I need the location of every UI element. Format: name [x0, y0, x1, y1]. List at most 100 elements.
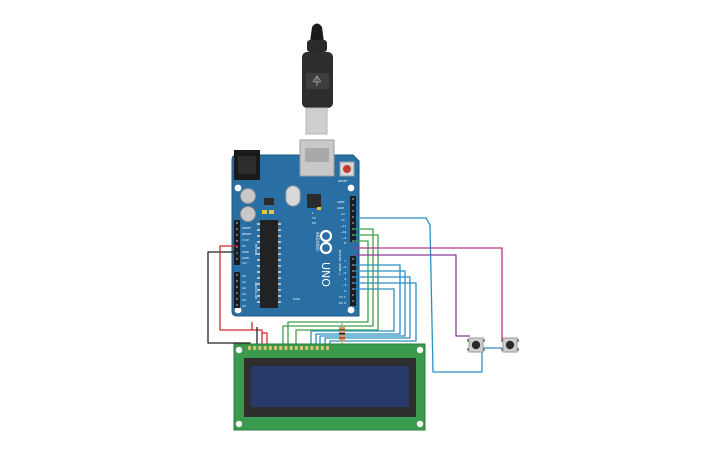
reset-button-cap[interactable]: [343, 165, 351, 173]
header-pin[interactable]: [352, 294, 354, 296]
lcd-mounting-hole: [416, 346, 424, 354]
lcd-pin[interactable]: [326, 346, 329, 350]
usb-symbol-icon: [312, 75, 322, 86]
wire-magenta-button[interactable]: [353, 247, 503, 340]
digital-pin-label: ~10: [340, 230, 346, 234]
header-pin[interactable]: [236, 274, 238, 276]
push-button-leg: [467, 339, 469, 342]
header-pin[interactable]: [236, 222, 238, 224]
lcd-mounting-hole: [235, 346, 243, 354]
wire-green-2[interactable]: [295, 234, 379, 348]
wire-blue-3[interactable]: [324, 276, 411, 348]
resistor-band: [339, 329, 345, 331]
header-pin[interactable]: [236, 258, 238, 260]
chip-pin: [278, 235, 281, 237]
analog-header-label: ANALOG IN: [254, 282, 258, 299]
header-pin[interactable]: [236, 246, 238, 248]
lcd-pin[interactable]: [300, 346, 303, 350]
header-pin[interactable]: [236, 304, 238, 306]
chip-pin: [257, 223, 260, 225]
lcd-pin[interactable]: [268, 346, 272, 350]
header-pin[interactable]: [236, 298, 238, 300]
digital-pin-label: 4: [344, 277, 346, 281]
lcd-screen: [251, 366, 409, 407]
chip-pin: [278, 223, 281, 225]
header-pin[interactable]: [352, 216, 354, 218]
chip-pin: [257, 247, 260, 249]
usb-controller-chip: [307, 194, 321, 208]
header-pin[interactable]: [352, 300, 354, 302]
wire-green-1[interactable]: [282, 228, 374, 348]
capacitor: [240, 206, 256, 222]
lcd-pin[interactable]: [289, 346, 293, 350]
wire-green-3[interactable]: [287, 240, 369, 348]
lcd-pin-header: [248, 346, 329, 350]
header-pin[interactable]: [352, 204, 354, 206]
chip-pin: [257, 283, 260, 285]
chip-pin: [257, 289, 260, 291]
header-pin[interactable]: [236, 234, 238, 236]
digital-header-top: [350, 196, 356, 242]
lcd-pin[interactable]: [248, 346, 251, 350]
header-pin[interactable]: [352, 222, 354, 224]
digital-pin-label: AREF: [337, 200, 345, 204]
push-button-cap[interactable]: [505, 340, 515, 350]
header-pin[interactable]: [236, 240, 238, 242]
capacitor: [240, 188, 256, 204]
chip-pin: [278, 283, 281, 285]
wire-blue-1[interactable]: [315, 264, 401, 348]
arduino-uno-board: RESET L TX RX ARDUINO UNO POWER ANALOG I…: [231, 139, 360, 317]
wire-5v-red[interactable]: [219, 245, 263, 348]
header-pin[interactable]: [352, 258, 354, 260]
barrel-jack-inner: [238, 156, 256, 174]
wire-purple-button[interactable]: [353, 254, 470, 337]
arduino-logo-icon: [319, 241, 333, 255]
lcd-pin[interactable]: [320, 346, 324, 350]
power-header: [234, 220, 240, 265]
chip-pin: [257, 241, 260, 243]
lcd-pin[interactable]: [253, 346, 257, 350]
push-button-cap[interactable]: [471, 340, 481, 350]
push-button-leg: [517, 348, 519, 351]
lcd-pin[interactable]: [274, 346, 277, 350]
chip-pin: [257, 259, 260, 261]
analog-header: [234, 272, 240, 308]
wire-blue-4[interactable]: [329, 282, 417, 348]
lcd-mounting-hole: [235, 420, 243, 428]
lcd-pin[interactable]: [258, 346, 262, 350]
digital-pin-label: ~11: [340, 224, 346, 228]
header-pin[interactable]: [236, 252, 238, 254]
header-pin[interactable]: [236, 286, 238, 288]
lcd-pin[interactable]: [310, 346, 314, 350]
header-pin[interactable]: [352, 198, 354, 200]
chip-pin: [257, 265, 260, 267]
rx-label: RX: [312, 221, 316, 225]
lcd-pin[interactable]: [305, 346, 309, 350]
chip-pins: [257, 223, 281, 303]
uno-label: UNO: [319, 262, 332, 287]
icsp-label: ICSP: [293, 297, 300, 301]
usb-cable: [302, 23, 333, 135]
power-pin-label: GND: [242, 250, 250, 254]
lcd-pin[interactable]: [284, 346, 288, 350]
digital-pin-label: ~5: [342, 271, 347, 275]
lcd-pin[interactable]: [279, 346, 283, 350]
header-pin[interactable]: [236, 280, 238, 282]
lcd-pin[interactable]: [263, 346, 267, 350]
push-button-left[interactable]: [467, 337, 485, 353]
header-pin[interactable]: [236, 292, 238, 294]
digital-pin-label: 2: [344, 289, 346, 293]
header-pin[interactable]: [236, 228, 238, 230]
digital-bottom-pin-labels: 7 ~6 ~5 4 ~3 2 TX 1 RX 0: [338, 259, 347, 305]
header-pin[interactable]: [352, 210, 354, 212]
wire-5v-red-branch[interactable]: [262, 332, 268, 348]
lcd-pin[interactable]: [294, 346, 298, 350]
push-button-right[interactable]: [501, 337, 519, 353]
arduino-logo: ARDUINO: [315, 229, 333, 255]
wire-blue-2[interactable]: [319, 270, 406, 348]
lcd-pin[interactable]: [315, 346, 319, 350]
digital-pin-label: RX 0: [339, 301, 346, 305]
wire-blue-5[interactable]: [310, 288, 395, 348]
digital-pin-label: 12: [341, 218, 345, 222]
wires: [207, 217, 510, 373]
